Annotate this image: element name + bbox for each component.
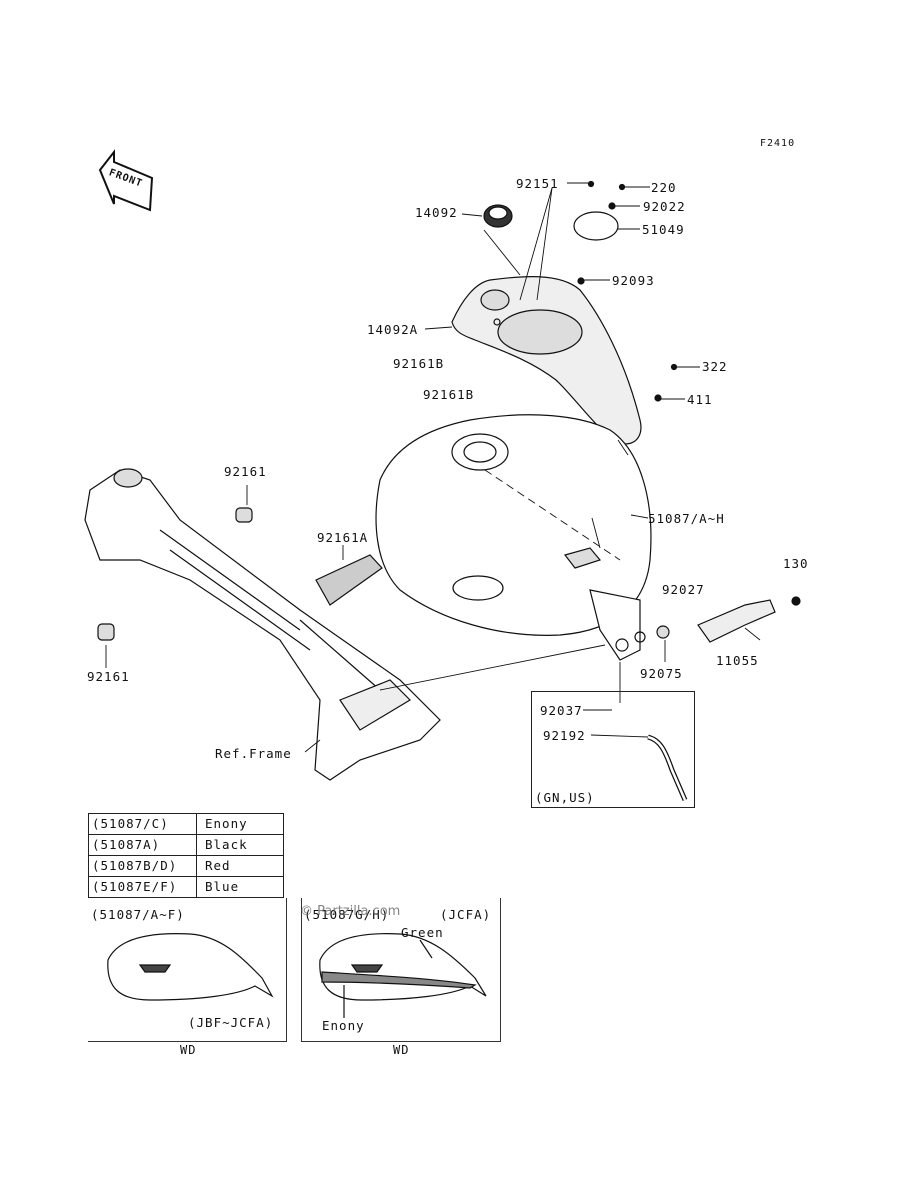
variant-right-green: Green <box>401 925 444 940</box>
callout-14092A: 14092A <box>367 322 419 337</box>
variant-right-market: WD <box>393 1043 410 1057</box>
variant-left-part: (51087/A~F) <box>91 907 185 922</box>
damper-92161-top <box>235 507 253 523</box>
callout-220: 220 <box>651 180 677 195</box>
fuel-tank-cover-14092A <box>451 276 642 445</box>
callout-92151: 92151 <box>516 176 559 191</box>
callout-92161B-2: 92161B <box>423 387 475 402</box>
variant-tank-right <box>319 933 487 1018</box>
callout-92093: 92093 <box>612 273 655 288</box>
fuel-cap-14092 <box>483 204 513 228</box>
callout-92075: 92075 <box>640 666 683 681</box>
callout-322: 322 <box>702 359 728 374</box>
damper-92161-bottom <box>97 623 115 641</box>
callout-92027: 92027 <box>662 582 705 597</box>
variant-box-left <box>88 898 287 1042</box>
callout-92192: 92192 <box>543 728 586 743</box>
callout-130: 130 <box>783 556 809 571</box>
variant-left-market: WD <box>180 1043 197 1057</box>
callout-14092: 14092 <box>415 205 458 220</box>
cap-51049 <box>573 211 619 241</box>
callout-92161A: 92161A <box>317 530 369 545</box>
table-row: (51087E/F)Blue <box>88 876 284 898</box>
variant-tank-left <box>107 933 274 1001</box>
color-table: (51087/C)Enony (51087A)Black (51087B/D)R… <box>88 813 284 898</box>
table-row: (51087/C)Enony <box>88 813 284 835</box>
variant-right-enony: Enony <box>322 1018 365 1033</box>
callout-92161B-1: 92161B <box>393 356 445 371</box>
table-row: (51087B/D)Red <box>88 855 284 877</box>
table-row: (51087A)Black <box>88 834 284 856</box>
figure-code: F2410 <box>760 138 796 149</box>
reference-frame <box>84 468 441 781</box>
callout-92161-top: 92161 <box>224 464 267 479</box>
variant-left-years: (JBF~JCFA) <box>188 1015 274 1030</box>
variant-right-years: (JCFA) <box>440 907 492 922</box>
callout-92022: 92022 <box>643 199 686 214</box>
callout-51049: 51049 <box>642 222 685 237</box>
callout-ref-frame: Ref.Frame <box>215 746 292 761</box>
callout-92161-bottom: 92161 <box>87 669 130 684</box>
callout-51087: 51087/A~H <box>648 511 725 526</box>
variant-box-right <box>301 898 501 1042</box>
watermark: © Partzilla.com <box>300 904 401 919</box>
fuel-tank-51087 <box>375 414 652 661</box>
callout-92037: 92037 <box>540 703 583 718</box>
variant-right-part: (51087G/H) <box>304 907 390 922</box>
callout-11055: 11055 <box>716 653 759 668</box>
bracket-11055 <box>697 599 776 643</box>
callout-411: 411 <box>687 392 713 407</box>
pad-92161A <box>315 554 383 606</box>
gn-us-label: (GN,US) <box>535 790 595 805</box>
front-arrow-icon <box>98 149 154 212</box>
gn-us-box <box>531 691 695 808</box>
